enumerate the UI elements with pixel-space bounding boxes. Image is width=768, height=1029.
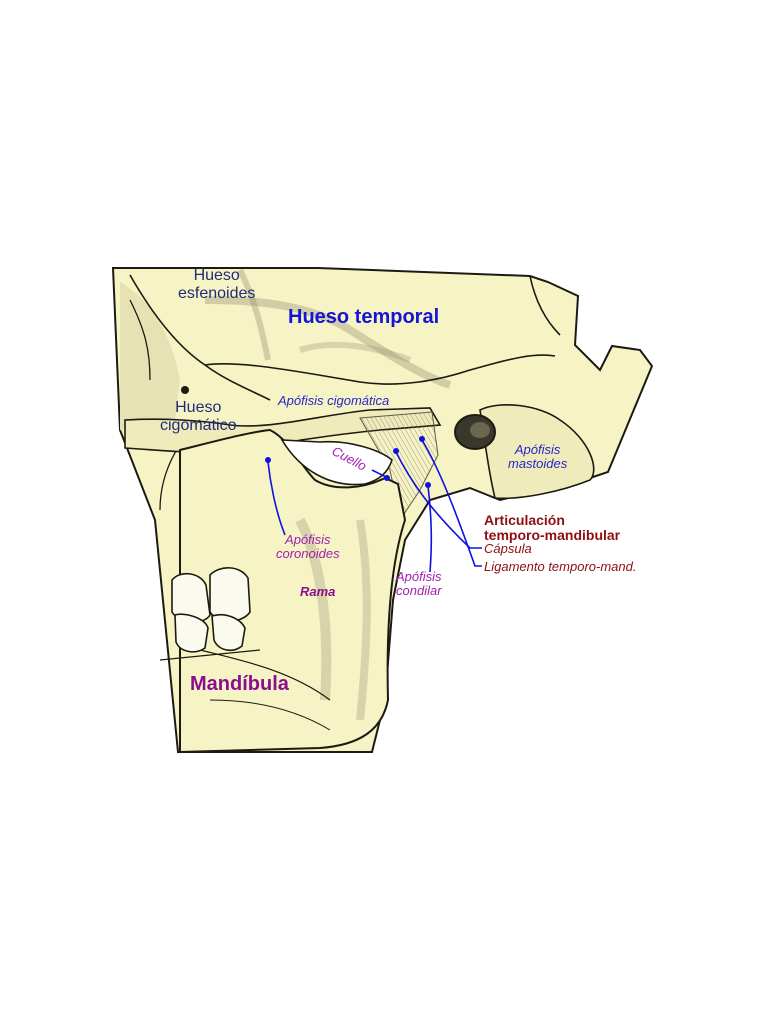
label-zygomatic-process: Apófisis cigomática <box>278 393 390 408</box>
label-temporal-bone: Hueso temporal <box>288 306 440 328</box>
label-ligament: Ligamento temporo-mand. <box>484 559 637 574</box>
label-coronoid-process: Apófisis coronoides <box>276 532 340 562</box>
label-mandible: Mandíbula <box>190 673 289 695</box>
label-mastoid-process: Apófisis mastoides <box>508 442 568 472</box>
sutures <box>129 274 561 401</box>
label-zygomatic-bone: Hueso cigomático <box>160 399 237 434</box>
label-condylar-process: Apófisis condilar <box>396 569 442 599</box>
label-tmj: Articulación temporo-mandibular <box>484 512 621 544</box>
label-ramus: Rama <box>300 584 336 599</box>
leader-lines <box>267 439 482 573</box>
mastoid-process <box>479 404 595 500</box>
leader-dots <box>265 436 431 488</box>
molars <box>171 567 251 653</box>
tmj-ligament <box>359 411 439 522</box>
label-capsule: Cápsula <box>484 541 532 556</box>
label-sphenoid-bone: Hueso esfenoides <box>178 267 256 302</box>
temporal-fossa-shading <box>120 282 180 430</box>
mandibular-notch <box>280 439 393 486</box>
